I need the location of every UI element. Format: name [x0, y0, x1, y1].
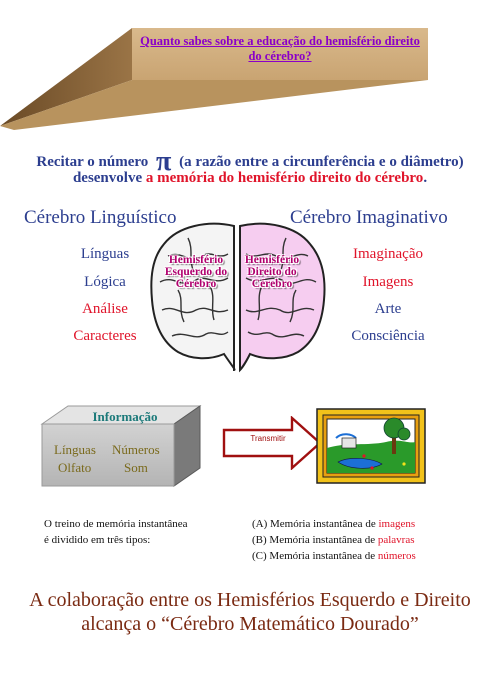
picture-bush [397, 427, 411, 441]
banner-question: Quanto sabes sobre a educação do hemisfé… [140, 34, 420, 63]
pi-line2-normal: desenvolve [72, 170, 143, 186]
info-box-front [41, 423, 175, 487]
left-hemisphere-shape [150, 222, 236, 372]
left-brain-title: Cérebro Linguístico [24, 207, 177, 228]
left-item-analise: Análise [82, 301, 128, 317]
transmit-arrow [222, 416, 322, 470]
pi-line1-after: (a razão entre a circunferência e o diâm… [179, 154, 464, 170]
memory-type-c: (C) Memória instantânea de números [252, 550, 416, 562]
brain-illustration [150, 222, 326, 373]
pi-line2-end: . [423, 170, 428, 186]
right-item-consciencia: Consciência [351, 328, 425, 344]
left-hemisphere-label: Hemisfério Esquerdo do Cérebro [164, 254, 228, 290]
banner-bottom-face [0, 80, 428, 130]
picture-flower [402, 462, 406, 466]
banner-3d-shape [0, 28, 428, 130]
footer-line1: A colaboração entre os Hemisférios Esque… [29, 589, 471, 611]
pi-line1-before: Recitar o número [36, 154, 149, 170]
memory-intro-line1: O treino de memória instantânea [44, 518, 188, 530]
info-item-olfato: Olfato [58, 460, 92, 475]
right-hemisphere-shape [239, 222, 326, 373]
right-item-arte: Arte [374, 301, 402, 317]
memory-type-b-keyword: palavras [377, 534, 415, 546]
memory-type-b: (B) Memória instantânea de palavras [252, 534, 415, 546]
pi-statement-line1: Recitar o número π (a razão entre a circ… [0, 146, 500, 178]
info-item-numeros: Números [112, 442, 160, 457]
memory-types: (A) Memória instantânea de imagens (B) M… [252, 516, 416, 564]
transmit-label: Transmitir [250, 434, 286, 443]
left-item-caracteres: Caracteres [73, 328, 137, 344]
info-item-som: Som [124, 460, 148, 475]
pi-statement-line2: desenvolve a memória do hemisfério direi… [0, 170, 500, 187]
footer-statement: A colaboração entre os Hemisférios Esque… [0, 588, 500, 636]
right-item-imaginacao: Imaginação [353, 246, 423, 262]
info-item-linguas: Línguas [54, 442, 96, 457]
picture-tree-trunk [392, 428, 396, 454]
footer-line2: alcança o “Cérebro Matemático Dourado” [81, 613, 419, 635]
memory-type-c-keyword: números [377, 550, 416, 562]
pi-line2-highlight: a memória do hemisfério direito do céreb… [145, 170, 424, 186]
memory-type-a-keyword: imagens [378, 518, 416, 530]
info-box-title: Informação [92, 409, 158, 424]
brain-folds [159, 237, 317, 338]
picture-house [341, 437, 357, 449]
left-item-logica: Lógica [84, 274, 126, 290]
picture-lake [337, 458, 383, 469]
picture-flower [370, 466, 374, 470]
pi-symbol: π [156, 146, 172, 177]
banner-front-face [132, 28, 428, 80]
memory-intro-line2: é dividido em três tipos: [44, 534, 151, 546]
memory-intro: O treino de memória instantânea é dividi… [44, 516, 188, 548]
picture-sky-cloud [335, 433, 357, 439]
right-brain-title: Cérebro Imaginativo [290, 207, 448, 228]
left-item-linguas: Línguas [80, 246, 130, 262]
information-box [40, 405, 202, 487]
banner-side-face [0, 28, 132, 126]
picture-flower [362, 454, 366, 458]
framed-landscape-picture [316, 408, 426, 484]
memory-type-a: (A) Memória instantânea de imagens [252, 518, 416, 530]
right-item-imagens: Imagens [362, 274, 414, 290]
right-hemisphere-label: Hemisfério Direito do Cérebro [244, 254, 300, 290]
